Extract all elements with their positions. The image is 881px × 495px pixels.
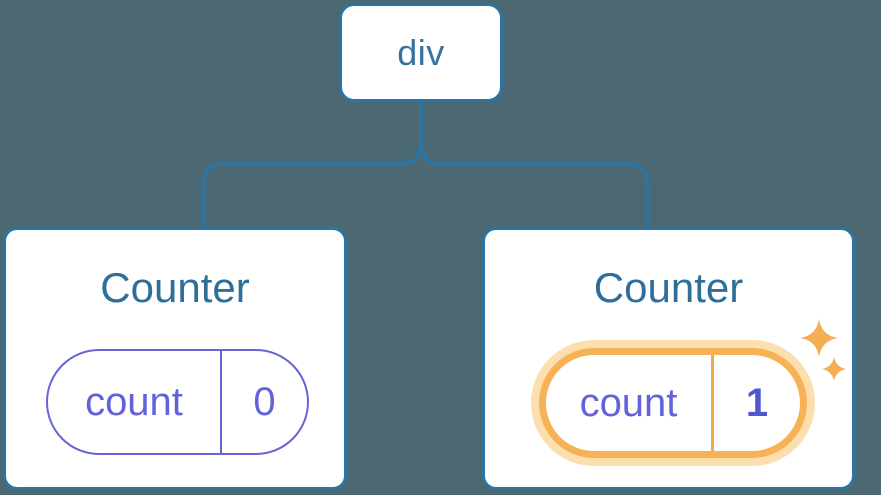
state-pill-highlighted: count 1 <box>539 348 807 458</box>
state-key-label: count <box>579 380 678 425</box>
state-value: 0 <box>220 351 307 453</box>
state-key-label: count <box>85 379 183 424</box>
sparkle-icon <box>800 319 846 381</box>
state-pill: count 0 <box>46 349 309 455</box>
root-node-label: div <box>397 31 445 73</box>
counter-card-right: Counter count 1 <box>482 227 855 490</box>
counter-card-left: Counter count 0 <box>3 227 347 490</box>
component-title: Counter <box>100 264 250 311</box>
state-value: 1 <box>711 355 800 451</box>
tree-node-div: div <box>339 3 503 102</box>
component-title: Counter <box>593 264 744 311</box>
